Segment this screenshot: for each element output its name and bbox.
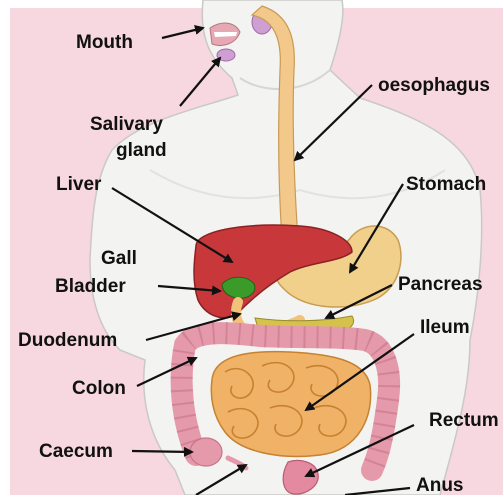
mouth-arrow xyxy=(162,28,203,38)
salivary-arrow xyxy=(180,58,220,106)
caecum-arrow xyxy=(132,451,192,452)
label-duodenum: Duodenum xyxy=(18,331,117,350)
label-stomach: Stomach xyxy=(406,175,486,194)
label-anus: Anus xyxy=(416,476,464,495)
label-gall-bladder-line1: Gall xyxy=(101,249,137,268)
label-pancreas: Pancreas xyxy=(398,275,483,294)
label-colon: Colon xyxy=(72,379,126,398)
label-oesophagus: oesophagus xyxy=(378,76,490,95)
label-liver: Liver xyxy=(56,175,101,194)
label-salivary-gland-line1: Salivary xyxy=(90,115,163,134)
label-mouth: Mouth xyxy=(76,33,133,52)
label-gall-bladder-line2: Bladder xyxy=(55,277,126,296)
small-intestine-shape xyxy=(211,352,370,457)
label-salivary-gland-line2: gland xyxy=(116,141,167,160)
label-rectum: Rectum xyxy=(429,411,499,430)
label-ileum: Ileum xyxy=(420,318,470,337)
label-caecum: Caecum xyxy=(39,442,113,461)
caecum-shape xyxy=(190,438,222,466)
